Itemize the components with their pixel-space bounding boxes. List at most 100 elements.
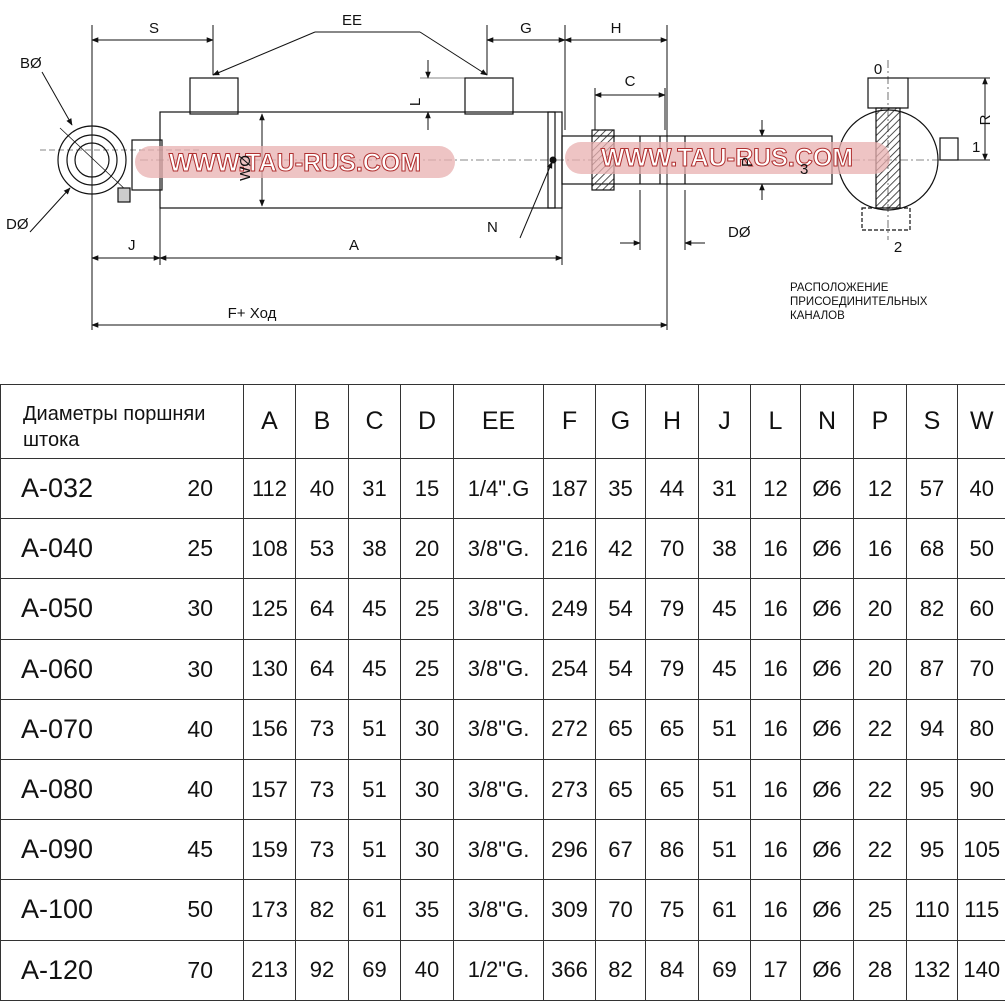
column-header-s: S [907, 385, 958, 459]
cell-s: 132 [907, 940, 958, 1000]
column-header-b: B [296, 385, 349, 459]
rod-diameter: 50 [146, 880, 244, 940]
cell-j: 61 [699, 880, 751, 940]
column-header-n: N [801, 385, 854, 459]
cell-n: Ø6 [801, 759, 854, 819]
cell-l: 16 [751, 880, 801, 940]
cylinder-barrel [140, 78, 600, 208]
cylinder-drawing: WWW.TAU-RUS.COM WWW.TAU-RUS.COM S EE G H… [0, 0, 1005, 380]
cell-f: 309 [544, 880, 596, 940]
rod-diameter: 20 [146, 459, 244, 519]
cell-f: 254 [544, 639, 596, 699]
watermark-text-left: WWW.TAU-RUS.COM [169, 149, 421, 177]
cell-p: 22 [854, 820, 907, 880]
label-h: H [611, 20, 622, 37]
cell-c: 38 [349, 519, 401, 579]
cell-j: 51 [699, 699, 751, 759]
label-g: G [520, 20, 532, 37]
label-ee: EE [342, 12, 362, 29]
caption-line-2: ПРИСОЕДИНИТЕЛЬНЫХ [790, 296, 928, 308]
cell-f: 296 [544, 820, 596, 880]
cell-l: 16 [751, 820, 801, 880]
cell-c: 61 [349, 880, 401, 940]
cell-b: 64 [296, 579, 349, 639]
cell-w: 80 [958, 699, 1005, 759]
column-header-g: G [596, 385, 646, 459]
model-code: A-040 [1, 519, 146, 579]
cell-a: 213 [244, 940, 296, 1000]
rod-diameter: 25 [146, 519, 244, 579]
cell-f: 366 [544, 940, 596, 1000]
cell-ee: 3/8"G. [454, 759, 544, 819]
cell-g: 65 [596, 759, 646, 819]
cell-p: 20 [854, 579, 907, 639]
cell-b: 53 [296, 519, 349, 579]
cell-h: 65 [646, 759, 699, 819]
cell-w: 105 [958, 820, 1005, 880]
cell-s: 110 [907, 880, 958, 940]
label-s: S [149, 20, 159, 37]
model-code: A-060 [1, 639, 146, 699]
label-r: R [977, 114, 994, 125]
cell-c: 31 [349, 459, 401, 519]
column-header-h: H [646, 385, 699, 459]
cell-l: 16 [751, 699, 801, 759]
cell-a: 157 [244, 759, 296, 819]
cell-b: 73 [296, 759, 349, 819]
cell-g: 42 [596, 519, 646, 579]
cell-b: 73 [296, 699, 349, 759]
model-code: A-100 [1, 880, 146, 940]
label-n: N [487, 219, 498, 236]
model-code: A-050 [1, 579, 146, 639]
cell-ee: 3/8"G. [454, 579, 544, 639]
rod-diameter: 45 [146, 820, 244, 880]
cell-d: 30 [401, 820, 454, 880]
cell-l: 16 [751, 639, 801, 699]
label-port-0: 0 [874, 61, 882, 78]
label-a: A [349, 237, 359, 254]
column-header-d: D [401, 385, 454, 459]
label-port-2: 2 [894, 239, 902, 256]
cell-j: 31 [699, 459, 751, 519]
cell-n: Ø6 [801, 699, 854, 759]
cell-a: 173 [244, 880, 296, 940]
cell-b: 73 [296, 820, 349, 880]
header-piston-rod-diameters: Диаметры поршняи штока [1, 385, 244, 459]
rod-diameter: 40 [146, 759, 244, 819]
label-port-1: 1 [972, 139, 980, 156]
cell-f: 273 [544, 759, 596, 819]
cell-s: 95 [907, 759, 958, 819]
cell-h: 70 [646, 519, 699, 579]
model-code: A-032 [1, 459, 146, 519]
cell-w: 140 [958, 940, 1005, 1000]
cell-s: 57 [907, 459, 958, 519]
cell-c: 69 [349, 940, 401, 1000]
rod-diameter: 40 [146, 699, 244, 759]
cell-f: 187 [544, 459, 596, 519]
cell-j: 51 [699, 820, 751, 880]
cell-c: 45 [349, 579, 401, 639]
cell-g: 65 [596, 699, 646, 759]
cell-w: 60 [958, 579, 1005, 639]
cell-ee: 3/8"G. [454, 519, 544, 579]
cell-l: 17 [751, 940, 801, 1000]
cell-g: 70 [596, 880, 646, 940]
cell-h: 79 [646, 579, 699, 639]
cell-a: 156 [244, 699, 296, 759]
cell-p: 12 [854, 459, 907, 519]
cell-d: 20 [401, 519, 454, 579]
cell-c: 45 [349, 639, 401, 699]
label-w: WØ [237, 155, 254, 181]
cell-w: 90 [958, 759, 1005, 819]
cell-n: Ø6 [801, 880, 854, 940]
cell-g: 35 [596, 459, 646, 519]
cell-d: 40 [401, 940, 454, 1000]
cell-n: Ø6 [801, 820, 854, 880]
cell-ee: 3/8"G. [454, 699, 544, 759]
column-header-l: L [751, 385, 801, 459]
cell-ee: 3/8"G. [454, 639, 544, 699]
cell-a: 159 [244, 820, 296, 880]
